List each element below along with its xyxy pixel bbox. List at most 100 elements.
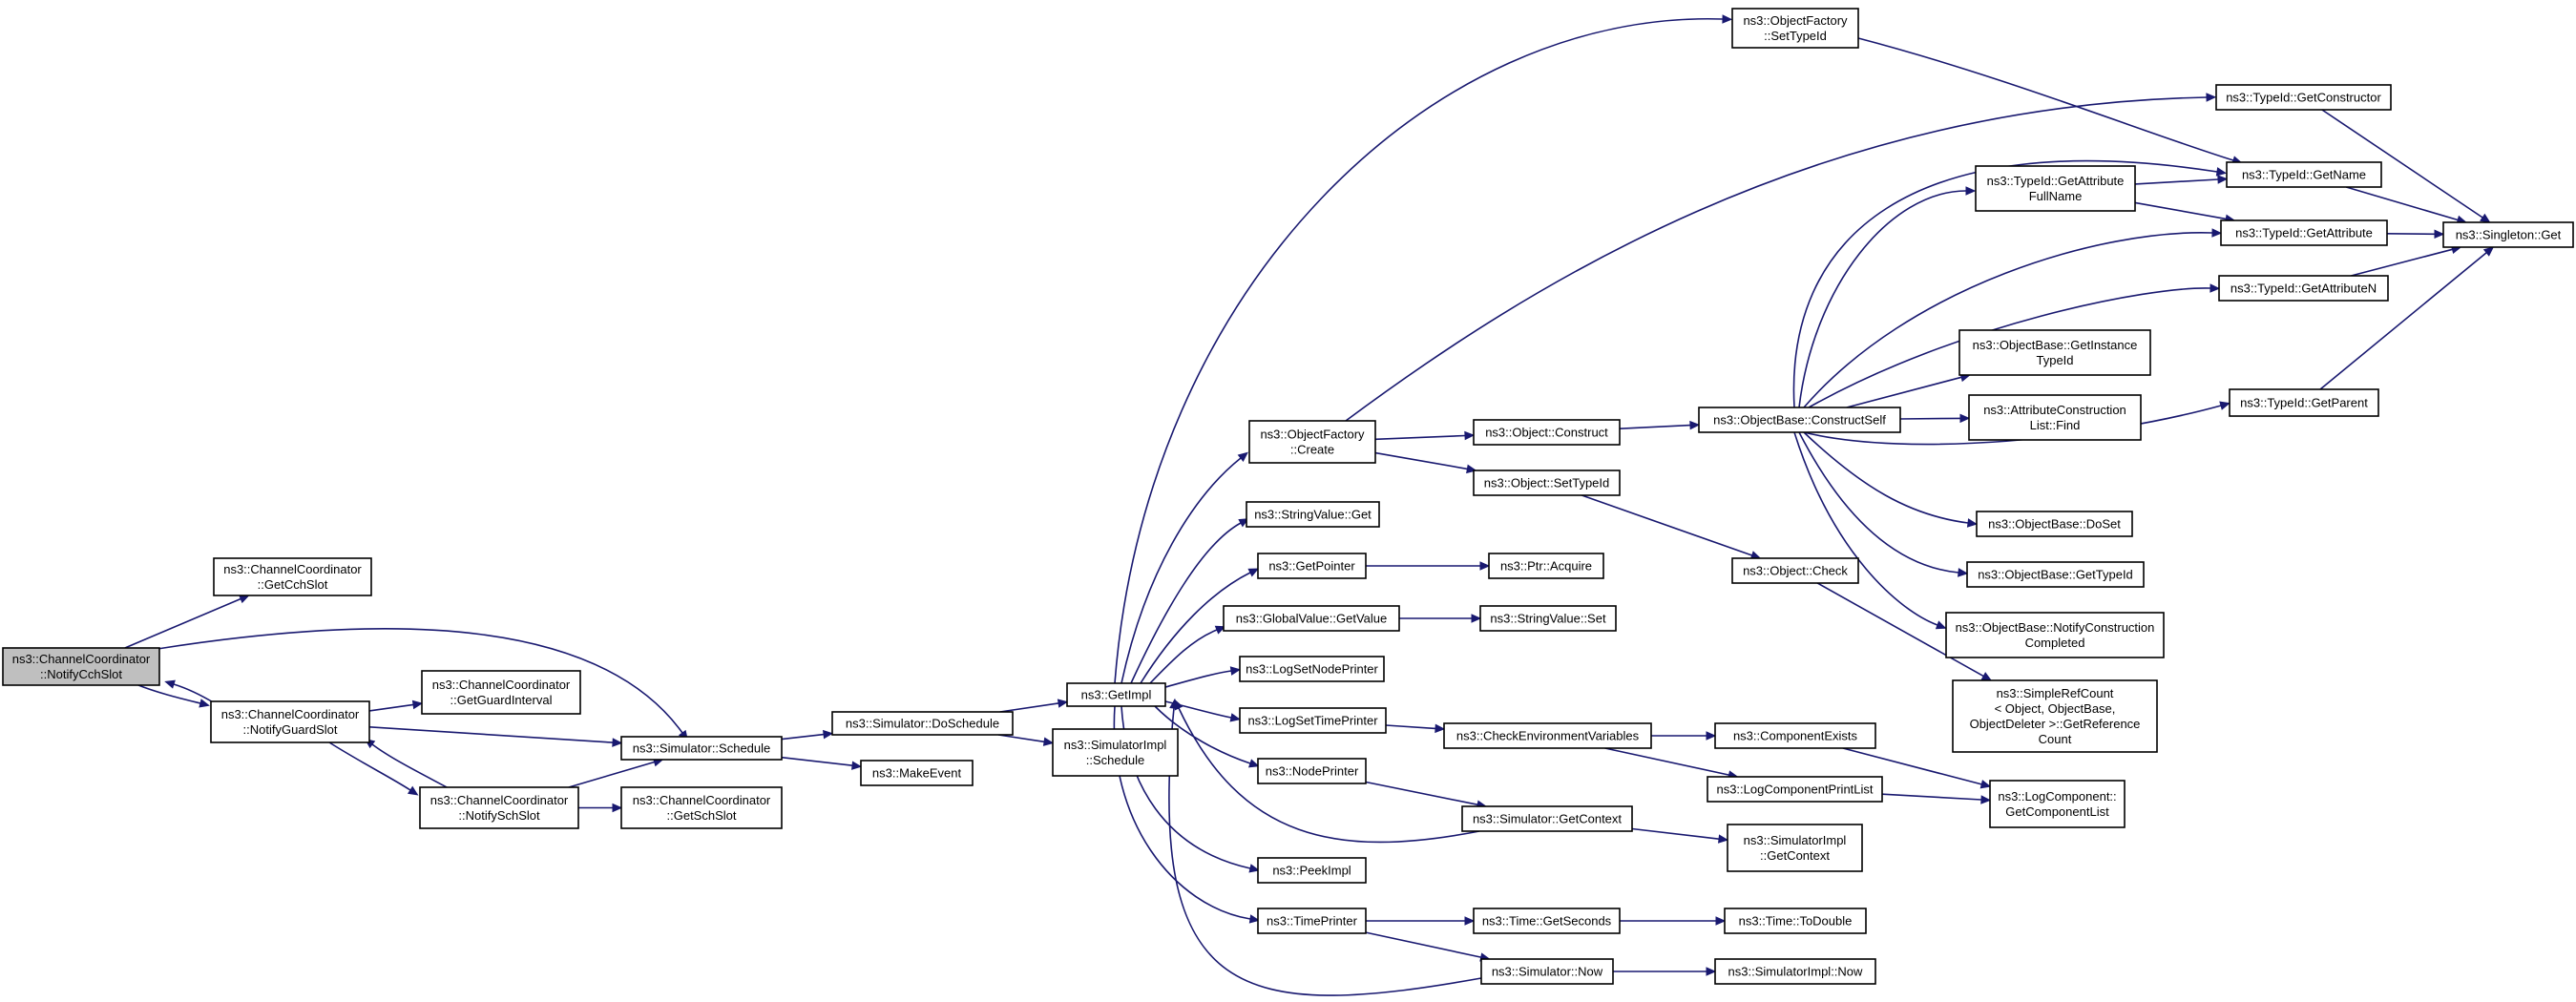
node-label-line: ns3::Simulator::Now	[1492, 965, 1603, 979]
node-label-line: ::GetCchSlot	[258, 577, 328, 592]
node-objbase-constructself[interactable]: ns3::ObjectBase::ConstructSelf	[1698, 407, 1901, 433]
node-log-component-getlist[interactable]: ns3::LogComponent::GetComponentList	[1989, 780, 2126, 828]
node-get-cch-slot[interactable]: ns3::ChannelCoordinator::GetCchSlot	[213, 557, 372, 596]
node-label-line: ns3::StringValue::Set	[1490, 612, 1606, 626]
node-label-line: ::NotifyCchSlot	[40, 667, 122, 681]
node-notify-guard-slot[interactable]: ns3::ChannelCoordinator::NotifyGuardSlot	[210, 700, 370, 743]
arrowhead-notify_guard_slot-to-get_guard_interval	[411, 699, 424, 710]
node-time-todouble[interactable]: ns3::Time::ToDouble	[1724, 908, 1867, 934]
node-notify-sch-slot[interactable]: ns3::ChannelCoordinator::NotifySchSlot	[419, 786, 579, 829]
node-box	[1958, 329, 2151, 376]
node-log-set-node-printer[interactable]: ns3::LogSetNodePrinter	[1239, 656, 1385, 682]
node-typeid-getname[interactable]: ns3::TypeId::GetName	[2226, 161, 2382, 188]
node-object-check[interactable]: ns3::Object::Check	[1731, 557, 1859, 584]
node-label-line: ns3::TypeId::GetAttribute	[2235, 226, 2373, 240]
node-get-guard-interval[interactable]: ns3::ChannelCoordinator::GetGuardInterva…	[421, 670, 581, 715]
node-box	[1066, 682, 1166, 707]
node-box	[1966, 561, 2145, 588]
node-objfactory-create[interactable]: ns3::ObjectFactory::Create	[1248, 420, 1376, 464]
node-sim-doschedule[interactable]: ns3::Simulator::DoSchedule	[831, 711, 1014, 736]
node-label-line: ns3::Time::GetSeconds	[1482, 914, 1612, 929]
arrowhead-sim_doschedule-to-get_impl	[1057, 699, 1069, 708]
node-label-line: Completed	[2025, 636, 2085, 650]
node-get-sch-slot[interactable]: ns3::ChannelCoordinator::GetSchSlot	[620, 786, 783, 829]
node-box	[1698, 407, 1901, 433]
arrowhead-get_impl-to-log_set_time_printer	[1229, 713, 1242, 722]
edge-objfactory_create-to-object_construct	[1374, 434, 1466, 441]
node-objbase-gettypeid[interactable]: ns3::ObjectBase::GetTypeId	[1966, 561, 2145, 588]
node-globalvalue-getvalue[interactable]: ns3::GlobalValue::GetValue	[1223, 605, 1400, 632]
node-log-component-print-list[interactable]: ns3::LogComponentPrintList	[1707, 776, 1883, 803]
node-get-pointer[interactable]: ns3::GetPointer	[1257, 553, 1367, 579]
node-object-settypeid[interactable]: ns3::Object::SetTypeId	[1473, 470, 1621, 496]
node-sim-getcontext[interactable]: ns3::Simulator::GetContext	[1461, 805, 1633, 832]
node-objbase-doset[interactable]: ns3::ObjectBase::DoSet	[1976, 511, 2133, 537]
node-simimpl-schedule[interactable]: ns3::SimulatorImpl::Schedule	[1052, 728, 1179, 777]
node-ptr-acquire[interactable]: ns3::Ptr::Acquire	[1488, 553, 1604, 579]
node-label-line: GetComponentList	[2005, 804, 2109, 819]
node-typeid-getconstructor[interactable]: ns3::TypeId::GetConstructor	[2215, 84, 2392, 111]
node-object-construct[interactable]: ns3::Object::Construct	[1473, 419, 1621, 446]
node-label-line: ns3::Object::Construct	[1485, 426, 1608, 440]
node-objbase-notify-construction[interactable]: ns3::ObjectBase::NotifyConstructionCompl…	[1945, 612, 2165, 658]
node-box	[1714, 722, 1876, 749]
node-make-event[interactable]: ns3::MakeEvent	[860, 760, 974, 786]
arrowhead-objbase_constructself-to-objbase_doset	[1966, 518, 1979, 528]
arrowhead-sim_schedule-to-sim_doschedule	[823, 729, 834, 740]
node-simplerefcount-getrefcount[interactable]: ns3::SimpleRefCount< Object, ObjectBase,…	[1952, 679, 2158, 753]
node-sim-now[interactable]: ns3::Simulator::Now	[1480, 958, 1614, 985]
edge-sim_getcontext-to-simimpl_getcontext	[1631, 827, 1720, 840]
node-peek-impl[interactable]: ns3::PeekImpl	[1257, 857, 1367, 884]
edge-objbase_constructself-to-attr_construction_list_find	[1899, 417, 1961, 420]
node-box	[1052, 728, 1179, 777]
arrowhead-objbase_constructself-to-typeid_getname	[2215, 167, 2228, 177]
edge-typeid_getattr_fullname-to-typeid_getname	[2134, 178, 2219, 185]
edge-objbase_constructself-to-objbase_getinstancetypeid	[1846, 376, 1962, 408]
node-time-getseconds[interactable]: ns3::Time::GetSeconds	[1473, 908, 1621, 934]
nodes-layer: ns3::ChannelCoordinator::NotifyCchSlotns…	[2, 8, 2574, 985]
node-typeid-getparent[interactable]: ns3::TypeId::GetParent	[2229, 388, 2379, 417]
node-box	[1714, 958, 1876, 985]
node-log-set-time-printer[interactable]: ns3::LogSetTimePrinter	[1239, 707, 1387, 734]
edge-typeid_getattribute-to-singleton_get	[2386, 233, 2436, 236]
node-sim-schedule[interactable]: ns3::Simulator::Schedule	[620, 736, 783, 761]
node-node-printer[interactable]: ns3::NodePrinter	[1257, 758, 1367, 784]
node-box	[2442, 221, 2574, 248]
edges-layer	[124, 14, 2495, 996]
node-simimpl-now[interactable]: ns3::SimulatorImpl::Now	[1714, 958, 1876, 985]
node-singleton-get[interactable]: ns3::Singleton::Get	[2442, 221, 2574, 248]
node-stringvalue-get[interactable]: ns3::StringValue::Get	[1246, 501, 1380, 528]
node-box	[2, 647, 160, 686]
node-typeid-getattributen[interactable]: ns3::TypeId::GetAttributeN	[2218, 275, 2389, 302]
node-box	[1724, 908, 1867, 934]
node-objfactory-settypeid[interactable]: ns3::ObjectFactory::SetTypeId	[1731, 8, 1859, 49]
arrowhead-notify_cch_slot-to-notify_guard_slot	[199, 699, 210, 708]
node-box	[1257, 553, 1367, 579]
node-stringvalue-set[interactable]: ns3::StringValue::Set	[1479, 605, 1617, 632]
node-check-env-vars[interactable]: ns3::CheckEnvironmentVariables	[1443, 722, 1652, 749]
node-notify-cch-slot[interactable]: ns3::ChannelCoordinator::NotifyCchSlot	[2, 647, 160, 686]
node-component-exists[interactable]: ns3::ComponentExists	[1714, 722, 1876, 749]
node-box	[1975, 165, 2136, 212]
node-box	[421, 670, 581, 715]
node-typeid-getattribute[interactable]: ns3::TypeId::GetAttribute	[2220, 219, 2388, 246]
node-label-line: ns3::ObjectFactory	[1260, 428, 1365, 442]
node-label-line: ns3::MakeEvent	[872, 766, 962, 781]
edge-notify_cch_slot-to-sim_schedule	[157, 628, 683, 734]
node-label-line: ns3::Simulator::GetContext	[1473, 812, 1622, 826]
arrowhead-log_component_print_list-to-log_component_getlist	[1980, 795, 1992, 804]
node-simimpl-getcontext[interactable]: ns3::SimulatorImpl::GetContext	[1727, 824, 1863, 872]
node-box	[620, 736, 783, 761]
edge-node_printer-to-sim_getcontext	[1365, 781, 1478, 805]
node-label-line: ns3::LogComponentPrintList	[1716, 783, 1873, 797]
node-time-printer[interactable]: ns3::TimePrinter	[1257, 908, 1367, 934]
edge-get_impl-to-globalvalue_getvalue	[1149, 629, 1218, 684]
node-box	[1479, 605, 1617, 632]
node-box	[1473, 908, 1621, 934]
node-get-impl[interactable]: ns3::GetImpl	[1066, 682, 1166, 707]
node-box	[1461, 805, 1633, 832]
